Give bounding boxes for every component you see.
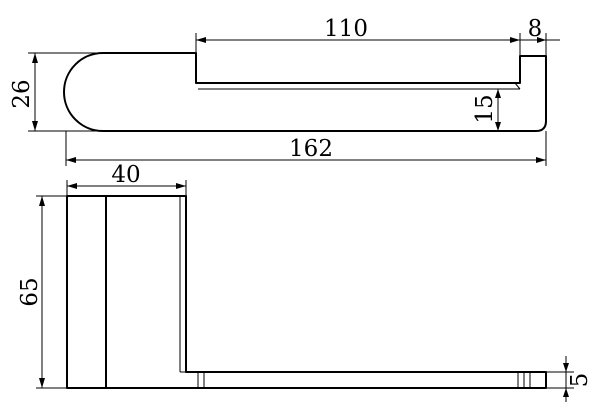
dim-height-top-label: 26 xyxy=(9,79,35,108)
dim-overall-length-label: 162 xyxy=(289,136,333,162)
top-view-outline xyxy=(63,52,547,132)
dim-block-height-label: 65 xyxy=(17,277,43,306)
dim-rail-thickness: 5 xyxy=(546,356,593,402)
dim-rail-length-label: 110 xyxy=(324,16,368,42)
dim-drop-label: 15 xyxy=(472,94,498,123)
dim-overall-length: 162 xyxy=(65,131,547,166)
dim-block-width-label: 40 xyxy=(111,162,140,188)
dim-end-tab: 8 xyxy=(520,16,560,56)
dim-block-width: 40 xyxy=(66,162,187,196)
dim-drop: 15 xyxy=(472,88,505,132)
dim-rail-length: 110 xyxy=(195,16,521,56)
top-view-rail-step xyxy=(514,82,521,90)
dim-height-top: 26 xyxy=(9,52,103,132)
front-view xyxy=(66,195,547,389)
dim-rail-thickness-label: 5 xyxy=(567,373,593,388)
top-view xyxy=(63,52,547,132)
front-view-outline xyxy=(66,195,547,389)
dim-block-height: 65 xyxy=(17,195,67,389)
dim-end-tab-label: 8 xyxy=(528,16,543,42)
